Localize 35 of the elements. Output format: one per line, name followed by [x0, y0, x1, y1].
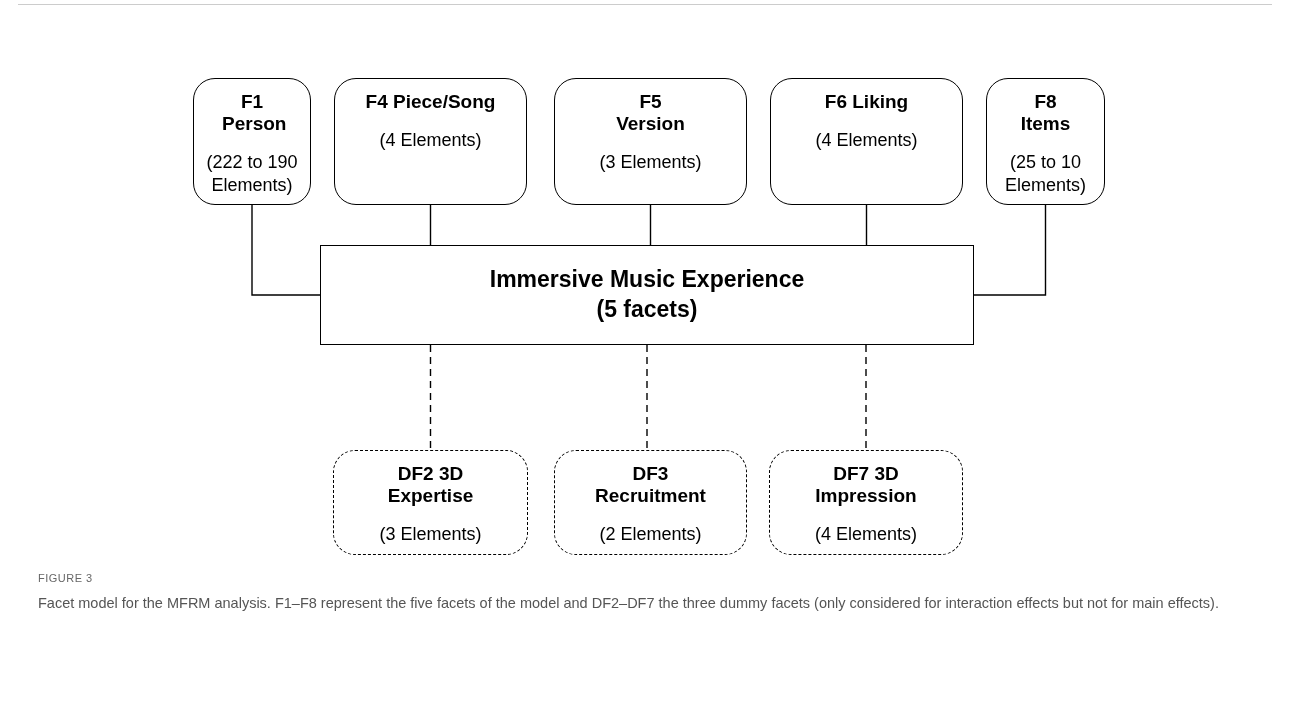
dummy-facet-box	[769, 450, 963, 555]
connector-line	[865, 204, 868, 246]
facet-box	[334, 78, 527, 205]
model-box	[320, 245, 974, 345]
facet-title: F6 Liking	[824, 91, 909, 113]
dashed-connector	[646, 344, 648, 451]
facet-title: F4 Piece/Song	[365, 91, 496, 113]
connector-line	[649, 204, 652, 246]
facet-title: Immersive Music Experience (5 facets)	[488, 265, 806, 324]
element-count: (2 Elements)	[599, 522, 702, 546]
figure-caption: Facet model for the MFRM analysis. F1–F8 represent the five facets of the model and DF2–DF7 the three dummy facets (only considered for interaction effects but not for main effects).	[38, 594, 1220, 613]
element-count: (3 Elements)	[599, 150, 702, 174]
connector-line	[973, 204, 1047, 296]
figure-number: FIGURE 3	[38, 572, 93, 584]
facet-title: DF3 Recruitment	[594, 463, 707, 507]
facet-title: DF2 3D Expertise	[386, 463, 475, 507]
dashed-connector	[429, 344, 432, 451]
dummy-facet-box	[333, 450, 528, 555]
element-count: (3 Elements)	[379, 522, 482, 546]
element-count: (4 Elements)	[815, 128, 918, 152]
facet-box	[193, 78, 311, 205]
facet-box	[986, 78, 1105, 205]
facet-title: F5 Version	[615, 91, 686, 135]
element-count: (25 to 10 Elements)	[1004, 150, 1087, 198]
connector-line	[429, 204, 432, 246]
element-count: (4 Elements)	[814, 522, 917, 546]
element-count: (222 to 190 Elements)	[205, 150, 299, 198]
facet-title: DF7 3D Impression	[814, 463, 918, 507]
element-count: (4 Elements)	[379, 128, 482, 152]
facet-title: F8 Items	[1019, 91, 1072, 135]
dashed-connector	[865, 344, 867, 451]
connector-line	[251, 204, 321, 296]
facet-box	[554, 78, 747, 205]
facet-box	[770, 78, 963, 205]
dummy-facet-box	[554, 450, 747, 555]
